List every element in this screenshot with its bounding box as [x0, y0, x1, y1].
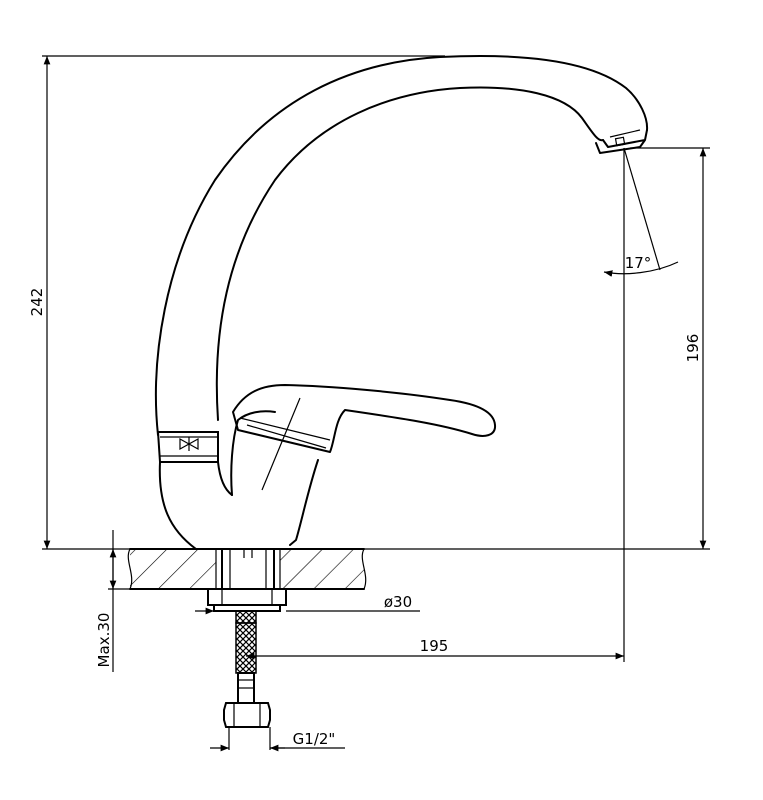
hose-nut	[223, 702, 271, 728]
label-spout-angle: 17°	[625, 254, 652, 272]
label-outlet-height: 196	[684, 334, 702, 363]
body-contour	[158, 459, 319, 550]
lever-axis	[261, 397, 301, 491]
lever-handle	[232, 384, 497, 453]
angle-arc	[603, 261, 679, 277]
label-connection-thread: G1/2"	[293, 730, 336, 748]
countertop-section	[127, 548, 367, 612]
label-max-counter-thickness: Max.30	[95, 613, 113, 668]
flexible-hose	[223, 610, 271, 750]
faucet-body	[154, 55, 649, 550]
fixing-nut	[207, 588, 287, 606]
spout-inner-contour	[215, 86, 604, 421]
spout-outer-contour	[154, 55, 649, 436]
label-overall-height: 242	[28, 288, 46, 317]
body-neck	[230, 410, 276, 496]
hot-cold-indicator-icon	[179, 437, 199, 451]
dimension-lines	[42, 55, 710, 752]
label-reach: 195	[420, 637, 449, 655]
label-diameter: ø30	[384, 593, 412, 611]
aerator	[595, 129, 648, 154]
dimension-labels: 242 196 17° ø30 195 Max.30 G1/2"	[28, 254, 702, 748]
mounting-shank	[221, 548, 275, 590]
